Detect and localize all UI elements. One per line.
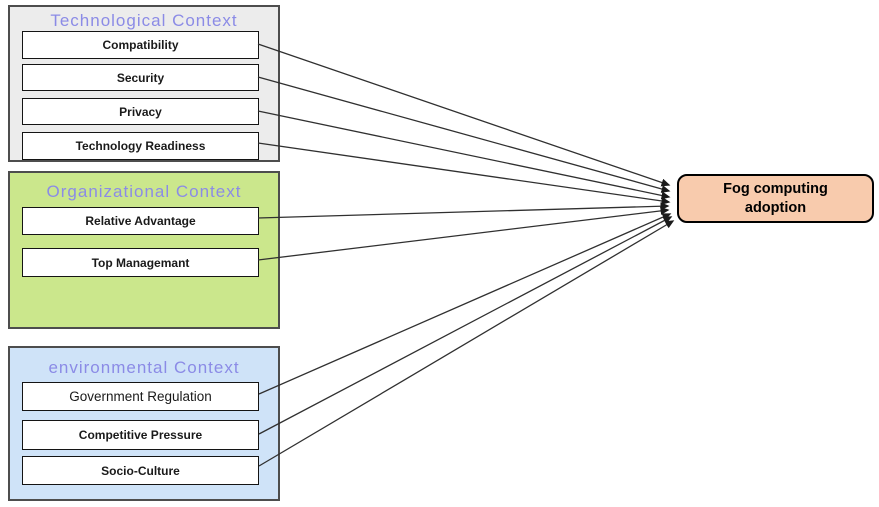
factor-technology-readiness-label: Technology Readiness — [75, 139, 206, 153]
organizational-context-title: Organizational Context — [46, 182, 242, 201]
arrow-technology-readiness — [257, 142, 671, 205]
arrow-socio-culture — [258, 220, 675, 467]
arrow-security — [257, 76, 671, 193]
group-organizational-context: Organizational Context Relative Advantag… — [8, 171, 280, 329]
environmental-context-title: environmental Context — [48, 358, 240, 377]
factor-compatibility: Compatibility — [22, 31, 259, 59]
factor-top-managemant-label: Top Managemant — [91, 255, 190, 270]
arrow-competitive-pressure — [258, 216, 673, 435]
factor-security-label: Security — [116, 70, 165, 85]
factor-technology-readiness: Technology Readiness — [22, 132, 259, 160]
fog-computing-adoption-box: Fog computing adoption — [677, 174, 874, 223]
factor-security: Security — [22, 64, 259, 91]
fog-computing-adoption-label: Fog computing adoption — [723, 181, 828, 216]
arrow-compatibility — [257, 43, 671, 187]
factor-relative-advantage-label: Relative Advantage — [85, 214, 196, 228]
factor-government-regulation-label: Government Regulation — [69, 389, 212, 404]
factor-government-regulation: Government Regulation — [22, 382, 259, 411]
factor-privacy: Privacy — [22, 98, 259, 125]
factor-socio-culture: Socio-Culture — [22, 456, 259, 485]
arrow-government-regulation — [258, 213, 672, 395]
factor-compatibility-label: Compatibility — [102, 38, 179, 52]
arrow-privacy — [257, 110, 671, 200]
technological-context-title: Technological Context — [50, 11, 238, 30]
group-technological-context: Technological Context Compatibility Secu… — [8, 5, 280, 162]
factor-competitive-pressure-label: Competitive Pressure — [78, 428, 203, 442]
group-environmental-context: environmental Context Government Regulat… — [8, 346, 280, 501]
factor-competitive-pressure: Competitive Pressure — [22, 420, 259, 450]
factor-socio-culture-label: Socio-Culture — [101, 463, 180, 478]
arrow-relative-advantage — [257, 202, 670, 219]
factor-privacy-label: Privacy — [119, 104, 162, 119]
factor-relative-advantage: Relative Advantage — [22, 207, 259, 235]
factor-top-managemant: Top Managemant — [22, 248, 259, 277]
arrow-top-managemant — [257, 206, 670, 261]
